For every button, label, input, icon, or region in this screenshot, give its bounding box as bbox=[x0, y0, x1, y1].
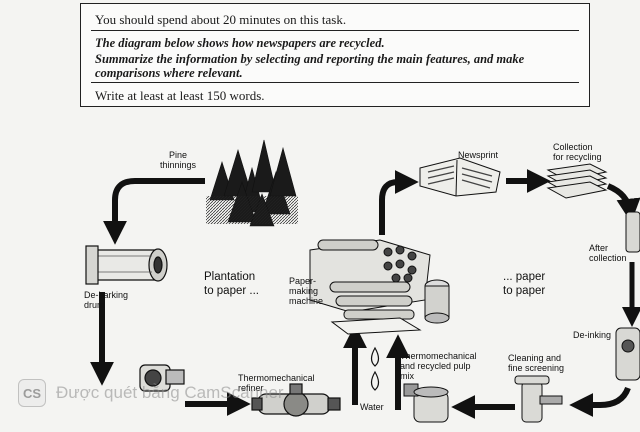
task-box: You should spend about 20 minutes on thi… bbox=[80, 3, 590, 107]
cleaning-screening-illustration bbox=[514, 375, 563, 423]
camscanner-logo-icon: CS bbox=[18, 379, 46, 407]
task-instruction-cont: comparisons where relevant. bbox=[95, 66, 243, 80]
arrow-machine-to-newsprint bbox=[379, 170, 419, 235]
arrow-forest-to-drum bbox=[103, 178, 205, 245]
arrow-deinking-to-cleaning bbox=[569, 386, 631, 417]
label-debarking-drum: De-barking drum bbox=[84, 290, 129, 310]
label-deinking: De-inking bbox=[573, 330, 612, 340]
label-collection: Collection for recycling bbox=[553, 142, 602, 162]
label-plantation-to-paper: Plantation to paper ... bbox=[204, 271, 259, 297]
camscanner-watermark: CS Được quét bằng CamScanner bbox=[18, 378, 284, 408]
label-pulp-mix: Thermomechanical and recycled pulp mix bbox=[400, 351, 477, 381]
pine-forest-illustration bbox=[206, 139, 298, 227]
newspaper-stack-illustration bbox=[546, 163, 608, 199]
label-papermaking-machine: Paper- making machine bbox=[289, 276, 324, 306]
water-drops bbox=[370, 346, 380, 391]
thermomechanical-refiner-illustration bbox=[251, 383, 341, 417]
task-divider-top bbox=[91, 30, 579, 31]
debarking-drum-illustration bbox=[85, 245, 168, 285]
label-after-collection: After collection bbox=[589, 243, 627, 263]
label-newsprint: Newsprint bbox=[458, 150, 499, 160]
label-paper-to-paper: ... paper to paper bbox=[503, 271, 546, 297]
task-description: The diagram below shows how newspapers a… bbox=[95, 36, 385, 50]
flow-arrows bbox=[90, 169, 640, 419]
task-divider-bottom bbox=[91, 82, 579, 83]
after-collection-illustration bbox=[625, 211, 640, 253]
label-refiner: Thermomechanical refiner bbox=[238, 373, 315, 393]
deinking-illustration bbox=[615, 327, 640, 381]
arrow-collection-down bbox=[606, 183, 640, 223]
chipper-illustration bbox=[139, 364, 185, 392]
task-instruction: Summarize the information by selecting a… bbox=[95, 52, 525, 66]
pulp-mix-illustration bbox=[403, 383, 449, 423]
task-time: You should spend about 20 minutes on thi… bbox=[95, 12, 347, 27]
task-word-count: Write at least at least 150 words. bbox=[95, 88, 265, 103]
watermark-text: Được quét bằng CamScanner bbox=[56, 383, 284, 402]
newsprint-illustration bbox=[419, 157, 501, 197]
papermaking-machine-illustration bbox=[309, 239, 450, 335]
label-pine-thinnings: Pine thinnings bbox=[160, 150, 197, 170]
label-cleaning-screening: Cleaning and fine screening bbox=[508, 353, 565, 373]
label-water: Water bbox=[360, 402, 384, 412]
